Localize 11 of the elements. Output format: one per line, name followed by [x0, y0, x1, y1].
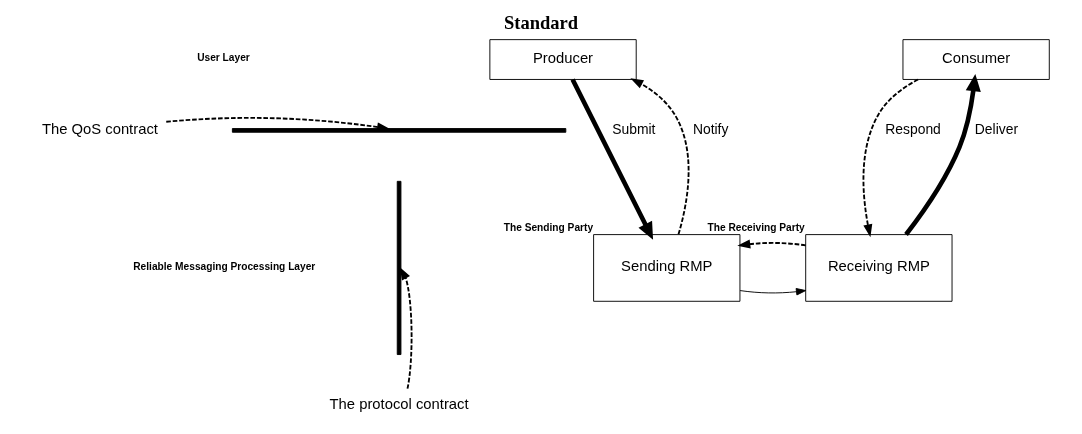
- diagram-title: Standard: [503, 12, 578, 34]
- edge-label: Respond: [884, 120, 941, 137]
- edge-label: Notify: [692, 120, 728, 137]
- node-text: The protocol contract: [329, 396, 469, 412]
- node-label: The Receiving Party: [707, 221, 805, 233]
- node-text: The QoS contract: [41, 120, 158, 137]
- label: Reliable Messaging Processing Layer: [132, 260, 315, 272]
- node-label: The Sending Party: [503, 221, 593, 233]
- label: User Layer: [196, 52, 250, 64]
- edge-label: Submit: [611, 120, 655, 137]
- edge-label: Deliver: [974, 120, 1018, 137]
